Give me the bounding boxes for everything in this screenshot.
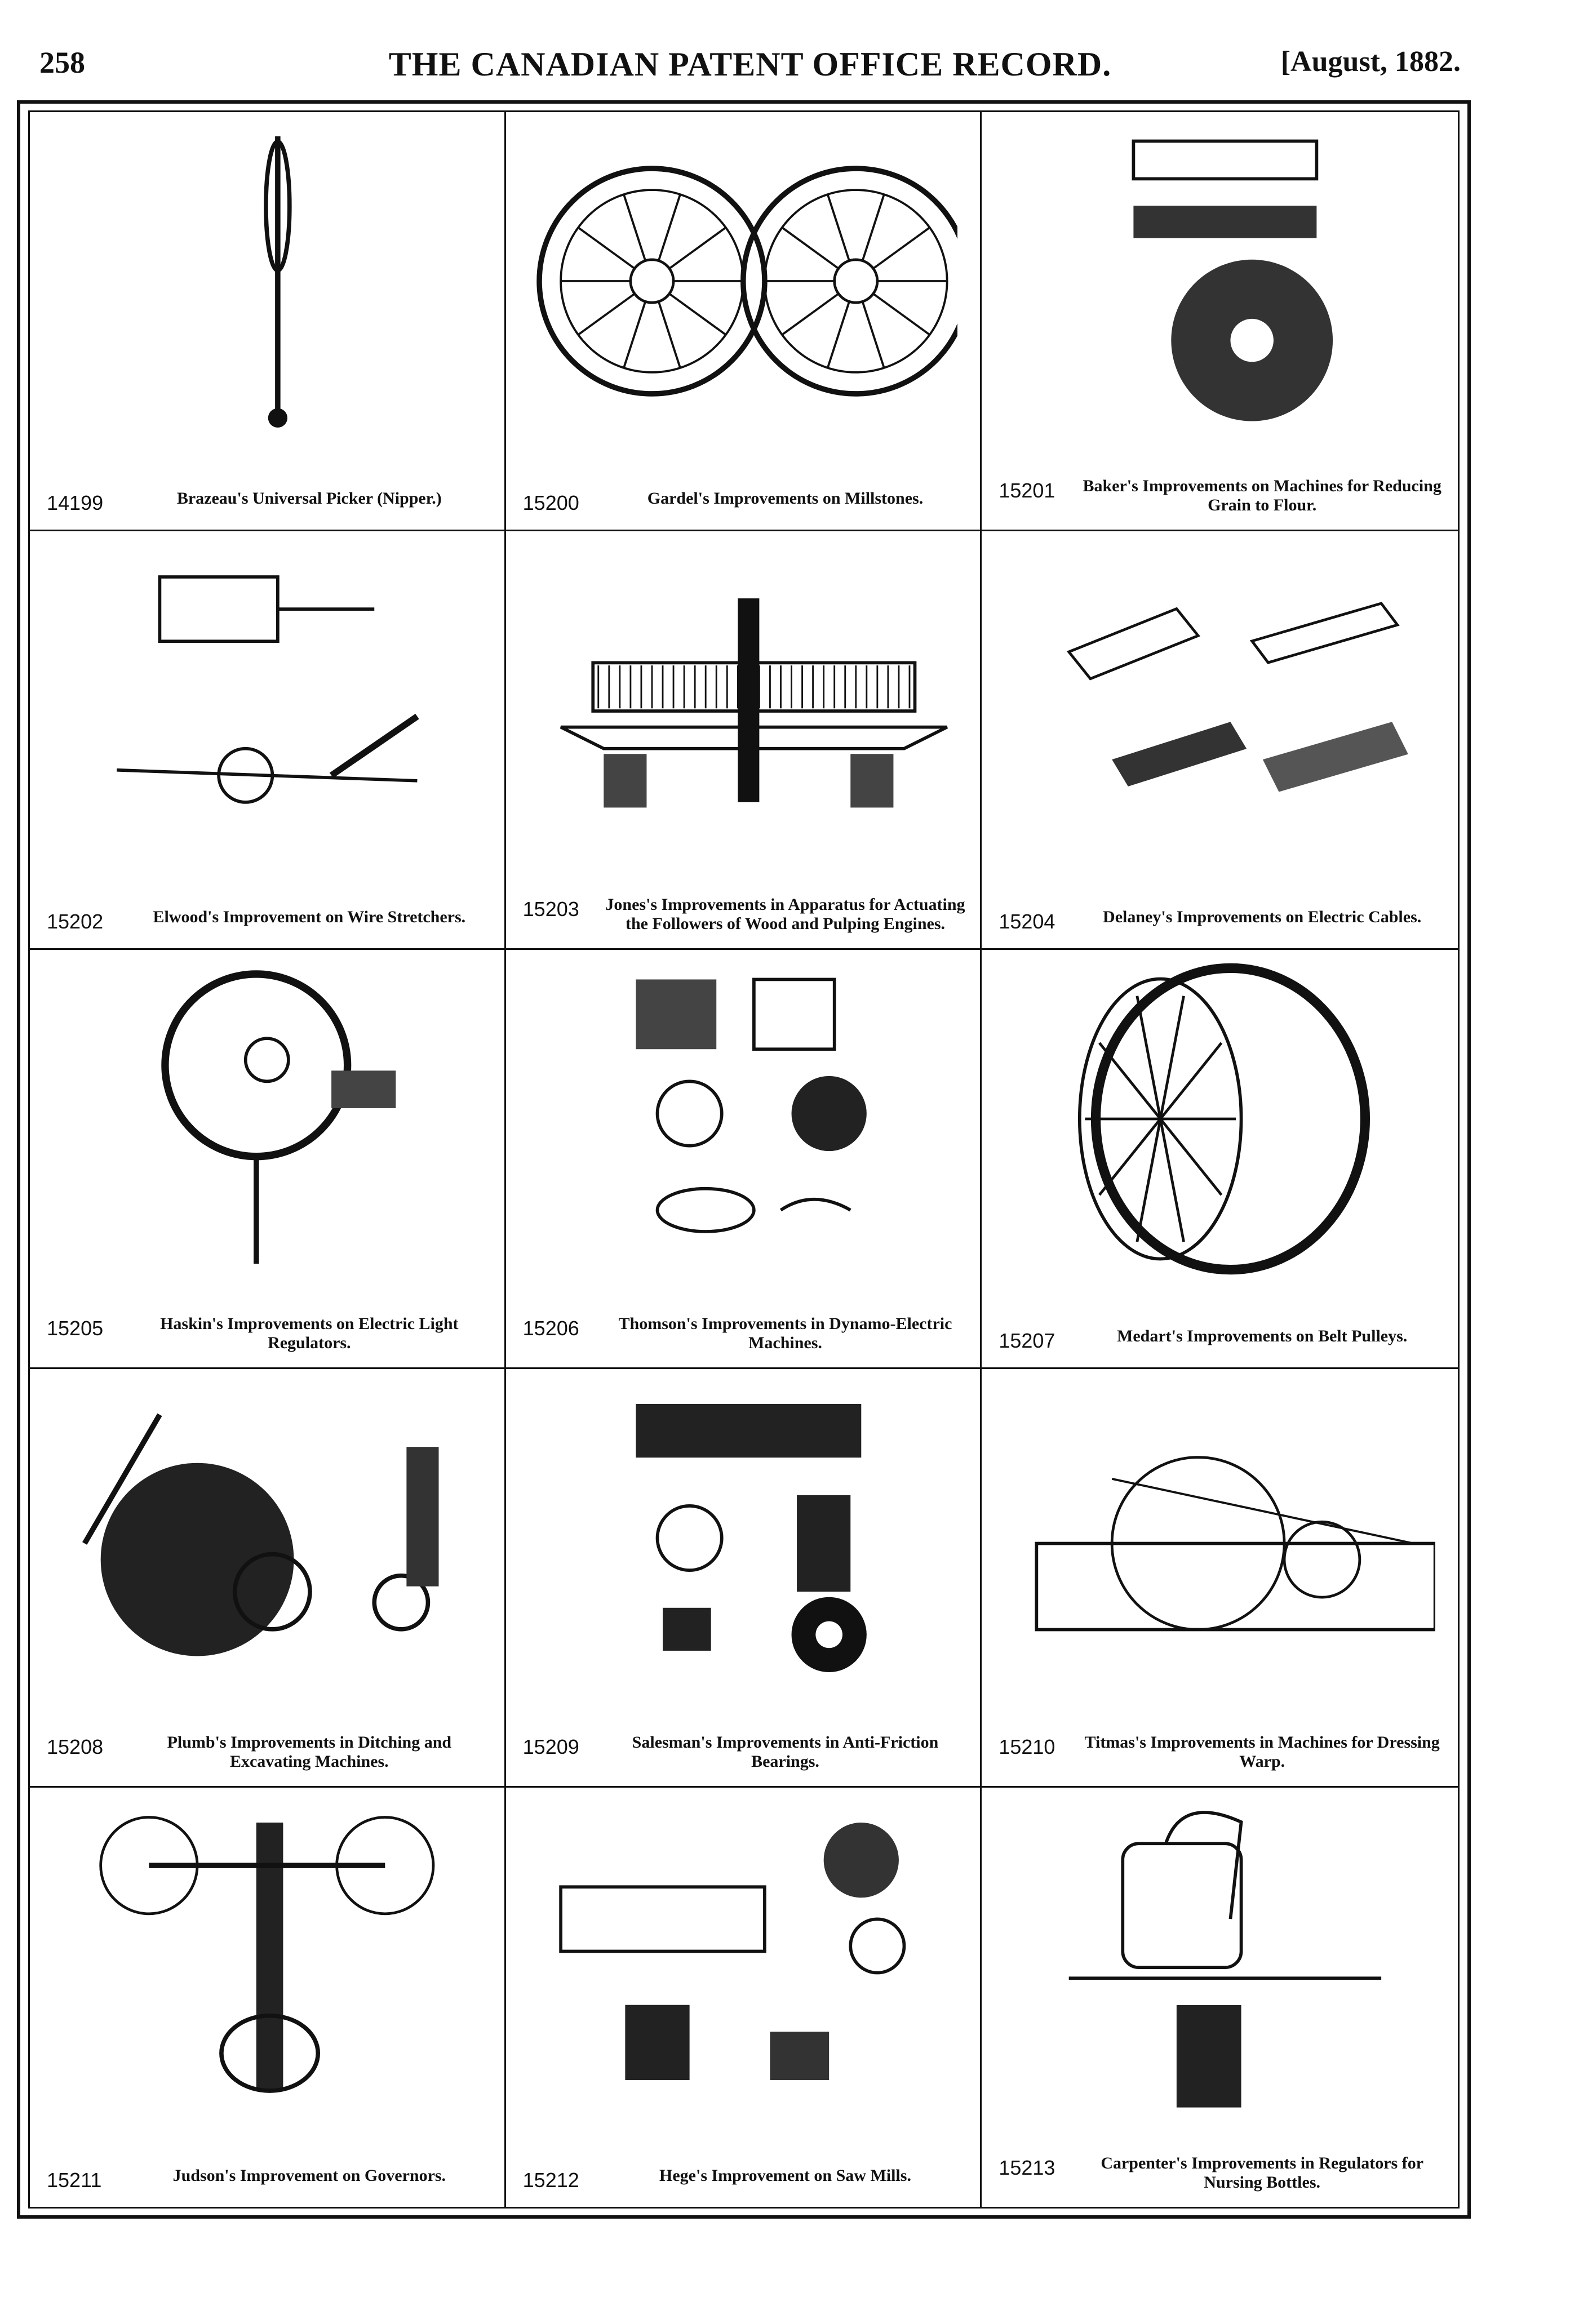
patent-title: Elwood's Improvement on Wire Stretchers. xyxy=(153,908,466,927)
patent-caption: 15202 Elwood's Improvement on Wire Stretc… xyxy=(47,908,493,934)
millstone-illustration xyxy=(536,166,958,397)
governor-illustration xyxy=(99,1816,435,2094)
patent-entry: 15204 Delaney's Improvements on Electric … xyxy=(982,531,1458,950)
journal-title: THE CANADIAN PATENT OFFICE RECORD. xyxy=(388,46,1112,83)
patent-entry: 15206 Thomson's Improvements in Dynamo-El… xyxy=(505,950,982,1369)
patent-title: Plumb's Improvements in Ditching and Exc… xyxy=(167,1733,452,1771)
page-number: 258 xyxy=(39,46,85,79)
patent-title: Carpenter's Improvements in Regulators f… xyxy=(1101,2153,1424,2192)
patent-title: Judson's Improvement on Governors. xyxy=(172,2166,446,2185)
patent-title: Medart's Improvements on Belt Pulleys. xyxy=(1117,1326,1408,1345)
patent-title: Jones's Improvements in Apparatus for Ac… xyxy=(605,895,965,934)
patent-entry: 15207 Medart's Improvements on Belt Pulle… xyxy=(982,950,1458,1369)
issue-date: [August, 1882. xyxy=(1280,46,1461,78)
patent-title: Baker's Improvements on Machines for Red… xyxy=(1083,476,1441,514)
patent-caption: 15204 Delaney's Improvements on Electric … xyxy=(999,908,1447,934)
patent-number: 15203 xyxy=(522,897,579,921)
grain-mill-illustration xyxy=(1132,139,1333,421)
patent-title: Salesman's Improvements in Anti-Friction… xyxy=(632,1733,939,1771)
patent-number: 15210 xyxy=(999,1735,1055,1759)
patent-number: 15207 xyxy=(999,1328,1055,1352)
patent-number: 14199 xyxy=(47,491,104,514)
wire-stretcher-illustration xyxy=(117,575,419,804)
patent-entry: 15213 Carpenter's Improvements in Regulat… xyxy=(982,1788,1458,2207)
patent-number: 15208 xyxy=(47,1735,104,1759)
patent-number: 15205 xyxy=(47,1316,104,1340)
patent-number: 15201 xyxy=(999,478,1055,502)
ditching-machine-illustration xyxy=(82,1413,439,1656)
patent-title: Gardel's Improvements on Millstones. xyxy=(647,488,924,508)
patent-number: 15206 xyxy=(522,1316,579,1340)
patent-entry: 15212 Hege's Improvement on Saw Mills. xyxy=(506,1788,982,2207)
patent-caption: 15200 Gardel's Improvements on Millstones… xyxy=(523,489,969,515)
patent-number: 15202 xyxy=(47,910,104,934)
patent-number: 15211 xyxy=(47,2168,102,2192)
warp-dressing-illustration xyxy=(1035,1456,1435,1632)
patent-caption: 14199 Brazeau's Universal Picker (Nipper.… xyxy=(47,489,493,515)
patent-number: 15204 xyxy=(999,910,1055,934)
patent-title: Haskin's Improvements on Electric Light … xyxy=(160,1314,459,1352)
patent-caption: 15201 Baker's Improvements on Machines fo… xyxy=(999,477,1447,515)
patent-entry: 15205 Haskin's Improvements on Electric L… xyxy=(30,950,506,1369)
bearing-illustration xyxy=(636,1403,867,1672)
electric-cable-illustration xyxy=(1067,601,1409,792)
patent-number: 15213 xyxy=(999,2156,1055,2179)
patent-caption: 15213 Carpenter's Improvements in Regulat… xyxy=(999,2154,1447,2192)
pulping-engine-illustration xyxy=(560,598,948,808)
light-regulator-illustration xyxy=(161,970,396,1264)
patent-grid: 14199 Brazeau's Universal Picker (Nipper.… xyxy=(30,112,1458,2207)
patent-caption: 15207 Medart's Improvements on Belt Pulle… xyxy=(999,1327,1447,1353)
patent-entry: 15202 Elwood's Improvement on Wire Stretc… xyxy=(30,531,506,950)
patent-caption: 15208 Plumb's Improvements in Ditching an… xyxy=(47,1733,493,1771)
patent-plate-inner-border: 14199 Brazeau's Universal Picker (Nipper.… xyxy=(28,110,1460,2209)
patent-entry: 15203 Jones's Improvements in Apparatus f… xyxy=(505,531,982,950)
page-header: 258 THE CANADIAN PATENT OFFICE RECORD. [… xyxy=(39,45,1461,96)
patent-title: Delaney's Improvements on Electric Cable… xyxy=(1103,908,1422,927)
dynamo-illustration xyxy=(636,977,867,1233)
patent-title: Brazeau's Universal Picker (Nipper.) xyxy=(176,488,442,508)
nursing-bottle-illustration xyxy=(1069,1811,1382,2108)
patent-entry: 15209 Salesman's Improvements in Anti-Fri… xyxy=(505,1368,982,1788)
patent-title: Titmas's Improvements in Machines for Dr… xyxy=(1084,1733,1440,1771)
patent-entry: 15210 Titmas's Improvements in Machines f… xyxy=(982,1369,1458,1788)
nipper-illustration xyxy=(264,136,292,428)
patent-entry: 15211 Judson's Improvement on Governors. xyxy=(30,1788,506,2207)
patent-plate-frame: 14199 Brazeau's Universal Picker (Nipper.… xyxy=(17,100,1471,2219)
patent-entry: 15208 Plumb's Improvements in Ditching an… xyxy=(30,1368,506,1788)
saw-mill-illustration xyxy=(558,1823,906,2081)
patent-number: 15212 xyxy=(522,2168,579,2192)
patent-entry: 15201 Baker's Improvements on Machines fo… xyxy=(982,112,1458,531)
belt-pulley-illustration xyxy=(1078,963,1370,1275)
patent-caption: 15210 Titmas's Improvements in Machines f… xyxy=(999,1733,1447,1771)
patent-number: 15200 xyxy=(522,491,579,514)
patent-title: Thomson's Improvements in Dynamo-Electri… xyxy=(618,1314,952,1352)
patent-title: Hege's Improvement on Saw Mills. xyxy=(659,2166,911,2185)
patent-entry: 15200 Gardel's Improvements on Millstones… xyxy=(505,112,982,531)
patent-caption: 15212 Hege's Improvement on Saw Mills. xyxy=(523,2166,969,2192)
patent-number: 15209 xyxy=(522,1735,579,1759)
patent-caption: 15209 Salesman's Improvements in Anti-Fri… xyxy=(523,1733,969,1771)
patent-entry: 14199 Brazeau's Universal Picker (Nipper.… xyxy=(30,112,506,531)
patent-caption: 15203 Jones's Improvements in Apparatus f… xyxy=(523,895,969,934)
patent-caption: 15205 Haskin's Improvements on Electric L… xyxy=(47,1314,493,1353)
patent-caption: 15211 Judson's Improvement on Governors. xyxy=(47,2166,493,2192)
patent-caption: 15206 Thomson's Improvements in Dynamo-El… xyxy=(523,1314,969,1353)
